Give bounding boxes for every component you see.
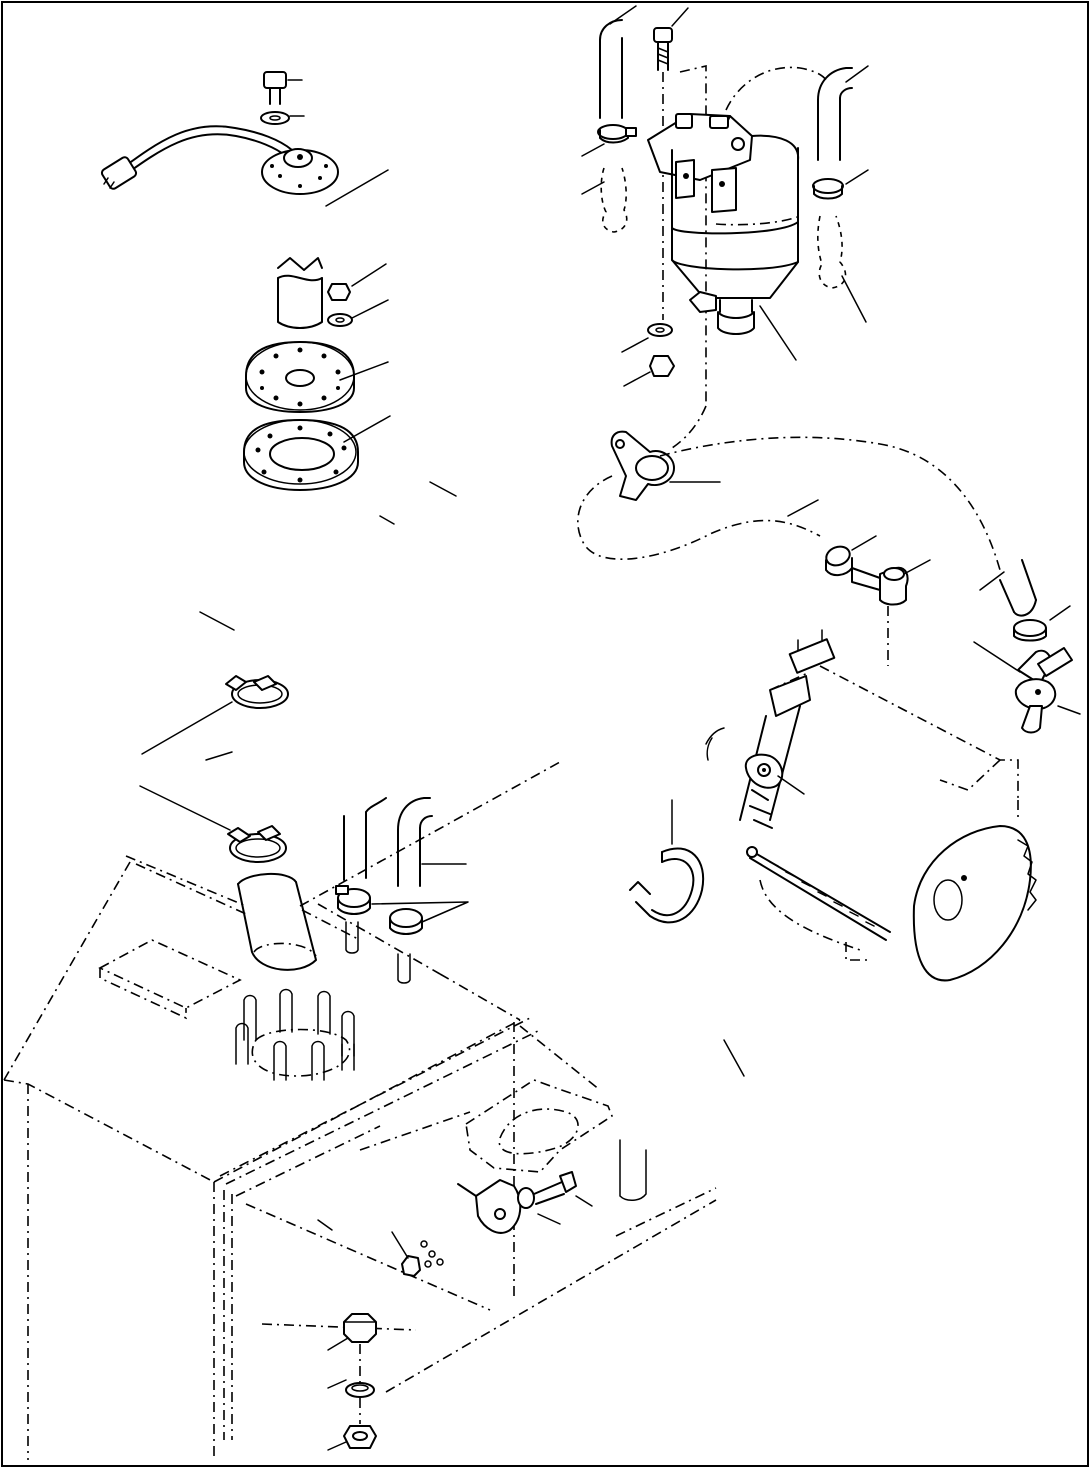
vent-pipe <box>619 1139 647 1201</box>
sensor-bolt <box>263 71 303 105</box>
engine-block <box>705 629 1019 961</box>
filter-nut <box>623 355 675 387</box>
hose-clamp-outlet <box>812 178 844 200</box>
fuel-hose-outlet <box>812 65 869 323</box>
fuel-hose-pair <box>335 797 469 984</box>
sensor-washer <box>260 111 305 125</box>
cover-plate <box>457 1171 593 1234</box>
stud-nut <box>327 263 387 301</box>
small-hardware-cluster <box>317 1219 444 1277</box>
sensor-gasket <box>243 415 391 491</box>
hose-clamp-upper <box>141 675 289 761</box>
flywheel-housing <box>912 800 1037 982</box>
hose-clamp-small <box>825 535 877 576</box>
hose-clamp <box>597 124 637 144</box>
sensor-wire-harness <box>100 125 293 190</box>
sensor-flange-plate <box>245 341 389 413</box>
fuel-hose-inlet <box>581 5 637 233</box>
band-strap <box>629 799 705 924</box>
return-hose <box>979 559 1071 642</box>
tank-drain-plug <box>261 1313 417 1351</box>
filler-neck-hose <box>237 872 317 971</box>
fuel-tank <box>3 761 717 1460</box>
filter-washer <box>621 323 673 353</box>
fuel-filter-water-separator <box>647 113 801 361</box>
hose-clamp-return <box>1013 619 1047 642</box>
tank-top-plate <box>98 939 242 1020</box>
sensor-tube <box>277 257 323 329</box>
hose-clamp-lower <box>139 785 287 863</box>
tank-studs <box>235 988 355 1081</box>
cover-bolt <box>517 1171 593 1225</box>
stud-washer <box>327 299 389 327</box>
hose-clamp-pair-right <box>389 908 423 935</box>
hose-clamp-pair-left <box>335 885 371 915</box>
hose-clip-bracket <box>610 405 721 501</box>
fuel-level-sensor <box>100 71 457 631</box>
drain-valve-cock <box>973 641 1081 734</box>
sensor-head <box>261 148 339 195</box>
filter-mount-bolt <box>653 7 707 406</box>
drain-plug-washer <box>327 1379 375 1398</box>
elbow-fitting <box>851 559 931 666</box>
tank-flange-gasket <box>465 1079 613 1173</box>
drain-plug-nut <box>327 1344 377 1451</box>
